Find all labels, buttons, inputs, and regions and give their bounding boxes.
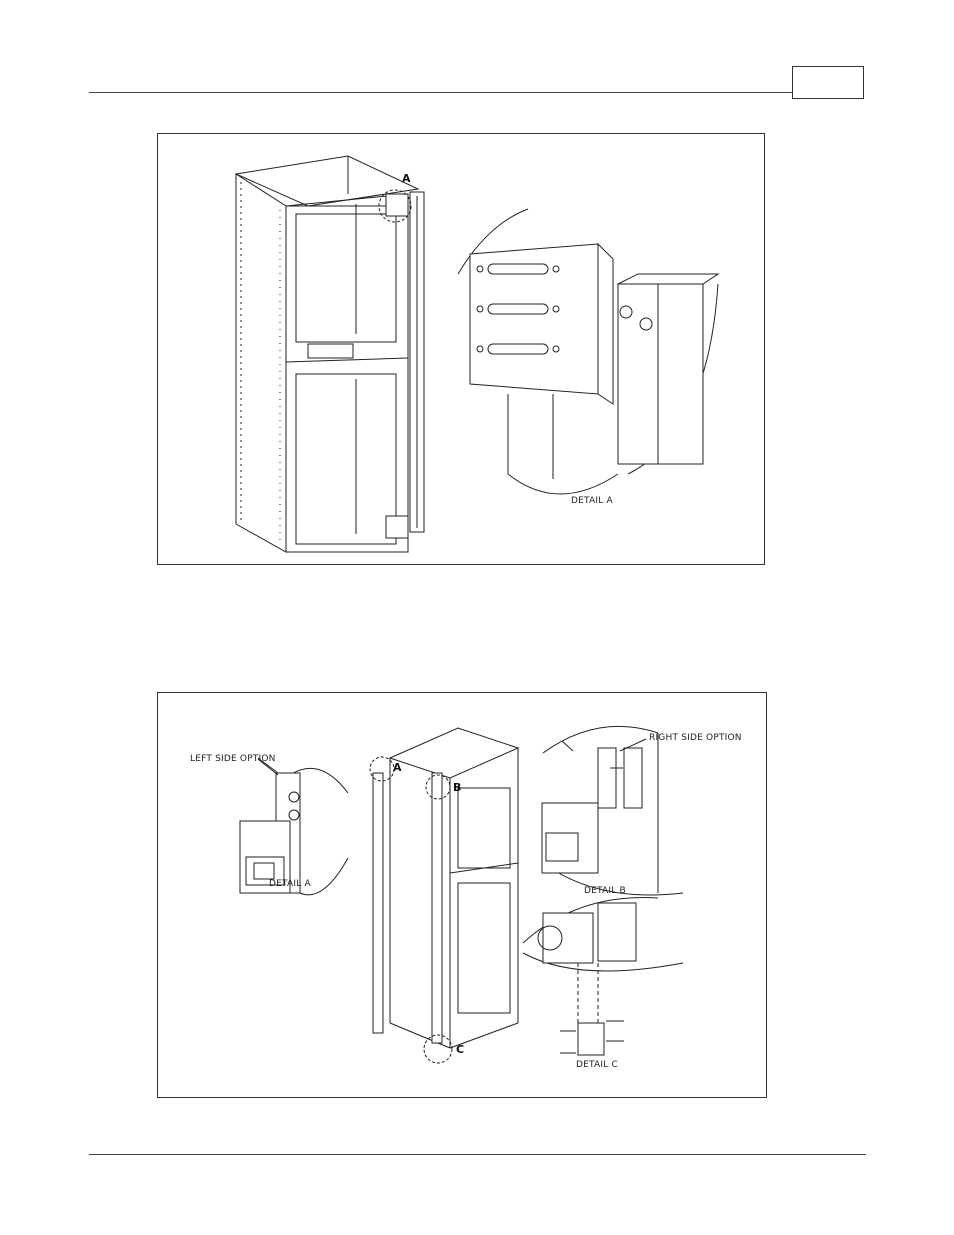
callout-a: A (393, 761, 402, 774)
callout-a: A (402, 172, 411, 185)
rack-cabinet-2 (370, 728, 518, 1063)
right-side-option-label: RIGHT SIDE OPTION (649, 733, 742, 743)
rack-cabinet (236, 156, 418, 552)
detail-b (542, 726, 683, 895)
detail-a-caption: DETAIL A (571, 496, 613, 506)
page-number-box (792, 66, 864, 99)
figure-rack-mount-options: LEFT SIDE OPTION RIGHT SIDE OPTION A B C… (157, 692, 767, 1098)
leader-right-side (620, 739, 646, 751)
pdu-strip (379, 190, 424, 538)
detail-a-caption: DETAIL A (269, 879, 311, 889)
detail-c-caption: DETAIL C (576, 1060, 618, 1070)
rack-illustration-1 (158, 134, 766, 566)
figure-rack-mount-detail-a: A DETAIL A (157, 133, 765, 565)
callout-c: C (456, 1043, 465, 1056)
left-detail-a (240, 758, 348, 895)
header-rule (89, 92, 792, 93)
leader-left-side (258, 759, 278, 775)
detail-b-caption: DETAIL B (584, 886, 626, 896)
rack-illustration-2 (158, 693, 768, 1099)
detail-a-magnified (458, 209, 718, 494)
callout-b: B (453, 781, 462, 794)
left-side-option-label: LEFT SIDE OPTION (190, 754, 276, 764)
footer-rule (89, 1154, 866, 1155)
detail-c (523, 898, 683, 1055)
